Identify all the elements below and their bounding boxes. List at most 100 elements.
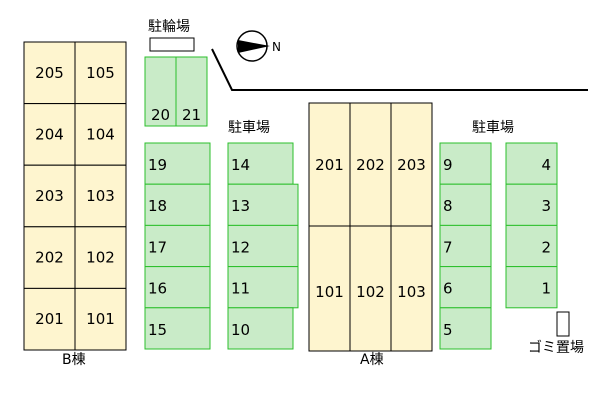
building-b-room-205: 205 (23, 41, 76, 105)
building-a: 201 202 203 101 102 103 (308, 102, 433, 352)
building-b-room-102-box (74, 226, 127, 289)
building-a-room-102-label: 102 (356, 283, 385, 301)
building-b-room-103-label: 103 (86, 187, 115, 205)
building-a-room-102-box (349, 225, 392, 352)
parking-slot-7-box (439, 224, 492, 268)
building-b-room-205-box (23, 41, 76, 105)
bicycle-slot-20-label: 20 (151, 106, 170, 124)
parking-slot-14-label: 14 (231, 156, 250, 174)
building-b-room-201: 201 (23, 287, 76, 351)
bicycle-slot-20: 20 (144, 56, 177, 127)
parking-column-1: 19 18 17 16 15 (144, 142, 211, 350)
parking-slot-13-box (227, 183, 299, 226)
building-b-room-103-box (74, 164, 127, 228)
bicycle-slot-21-box (175, 56, 208, 127)
parking-label-right: 駐車場 (472, 119, 514, 136)
parking-slot-13-label: 13 (231, 197, 250, 215)
parking-slot-15-box (144, 307, 211, 350)
building-a-label: A棟 (360, 352, 384, 368)
parking-slot-1-label: 1 (541, 280, 551, 298)
parking-slot-14-box (227, 142, 294, 185)
compass-letter: N (272, 40, 281, 54)
building-b-room-201-box (23, 287, 76, 351)
bicycle-parking-marker (149, 37, 195, 52)
building-a-room-203: 203 (390, 102, 433, 227)
parking-slot-9: 9 (439, 142, 492, 185)
building-b-room-101: 101 (74, 287, 127, 351)
building-a-room-202: 202 (349, 102, 392, 227)
building-b-label: B棟 (62, 352, 86, 368)
building-a-room-103-box (390, 225, 433, 352)
building-b-room-202-label: 202 (35, 249, 64, 267)
building-b-room-204: 204 (23, 103, 76, 166)
parking-slot-9-box (439, 142, 492, 185)
parking-slot-4-box (505, 142, 558, 185)
building-b-room-201-label: 201 (35, 310, 64, 328)
parking-slot-19-label: 19 (148, 156, 167, 174)
building-a-room-203-box (390, 102, 433, 227)
building-a-room-103-label: 103 (397, 283, 426, 301)
bicycle-slot-20-box (144, 56, 177, 127)
parking-slot-4: 4 (505, 142, 558, 185)
building-b: 205 105 204 104 203 103 202 102 201 101 (23, 41, 127, 351)
parking-slot-10-box (227, 307, 294, 350)
parking-slot-10-label: 10 (231, 321, 250, 339)
parking-slot-18: 18 (144, 183, 211, 226)
building-a-room-102: 102 (349, 225, 392, 352)
building-b-room-104-label: 104 (86, 125, 115, 143)
building-b-room-102-label: 102 (86, 249, 115, 267)
building-b-room-203: 203 (23, 164, 76, 228)
parking-slot-19: 19 (144, 142, 211, 185)
parking-slot-12-box (227, 224, 299, 268)
building-b-room-204-label: 204 (35, 125, 64, 143)
parking-label-left: 駐車場 (228, 119, 270, 136)
parking-slot-4-label: 4 (541, 156, 551, 174)
parking-slot-18-box (144, 183, 211, 226)
garbage-box-icon (556, 311, 570, 337)
parking-slot-14: 14 (227, 142, 294, 185)
site-boundary-line (211, 48, 588, 91)
building-a-room-101-label: 101 (315, 283, 344, 301)
building-b-room-205-label: 205 (35, 64, 64, 82)
building-b-room-104-box (74, 103, 127, 166)
building-b-room-101-label: 101 (86, 310, 115, 328)
building-a-room-103: 103 (390, 225, 433, 352)
parking-slot-15-label: 15 (148, 321, 167, 339)
parking-slot-5-box (439, 307, 492, 350)
parking-slot-12-label: 12 (231, 238, 250, 256)
parking-slot-1: 1 (505, 266, 558, 309)
parking-slot-8-label: 8 (443, 197, 453, 215)
parking-slot-15: 15 (144, 307, 211, 350)
building-b-room-103: 103 (74, 164, 127, 228)
bicycle-parking-label: 駐輪場 (148, 18, 190, 35)
parking-slot-17: 17 (144, 224, 211, 268)
bicycle-slot-21-label: 21 (182, 106, 201, 124)
building-b-room-105: 105 (74, 41, 127, 105)
building-a-room-201-label: 201 (315, 156, 344, 174)
building-b-room-202: 202 (23, 226, 76, 289)
building-b-room-204-box (23, 103, 76, 166)
building-b-room-203-box (23, 164, 76, 228)
parking-slot-2-label: 2 (541, 238, 551, 256)
building-a-room-201: 201 (308, 102, 351, 227)
north-compass-icon: N (236, 30, 281, 62)
parking-slot-16-label: 16 (148, 280, 167, 298)
parking-slot-16-box (144, 266, 211, 309)
building-b-room-102: 102 (74, 226, 127, 289)
bicycle-slot-21: 21 (175, 56, 208, 127)
garbage-label: ゴミ置場 (528, 339, 584, 356)
parking-slot-18-label: 18 (148, 197, 167, 215)
parking-column-4: 4 3 2 1 (505, 142, 558, 309)
parking-slot-7-label: 7 (443, 238, 453, 256)
building-a-room-202-box (349, 102, 392, 227)
parking-slot-3-box (505, 183, 558, 226)
building-b-room-203-label: 203 (35, 187, 64, 205)
building-a-room-202-label: 202 (356, 156, 385, 174)
parking-slot-1-box (505, 266, 558, 309)
parking-slot-3-label: 3 (541, 197, 551, 215)
building-b-room-105-label: 105 (86, 64, 115, 82)
parking-slot-8: 8 (439, 183, 492, 226)
